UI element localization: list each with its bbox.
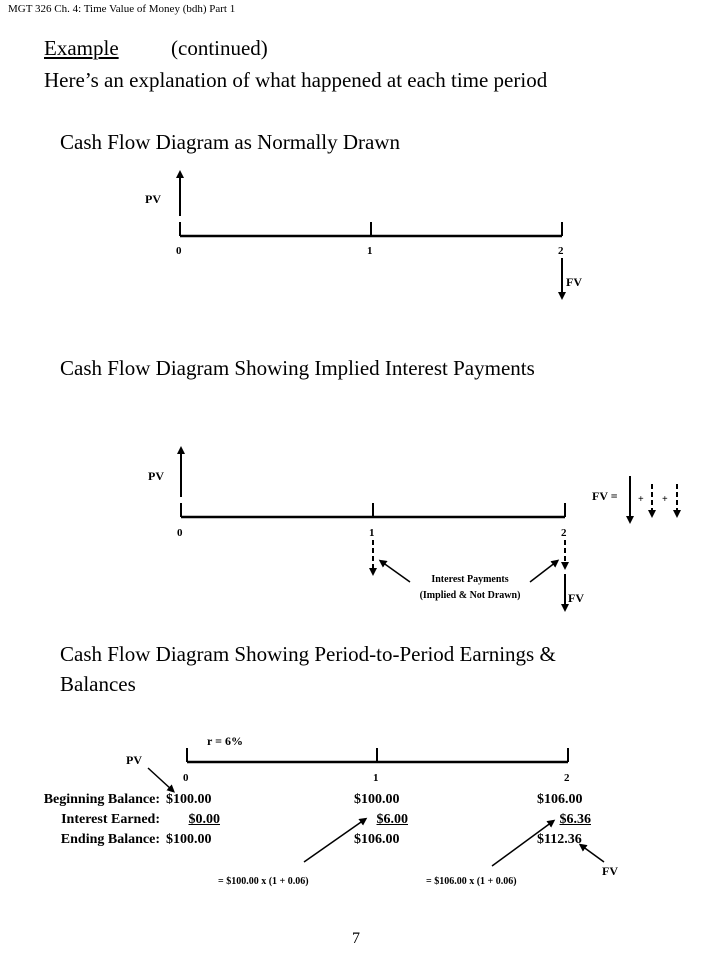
plus-sign-1: + xyxy=(638,494,644,505)
section3-title-line1: Cash Flow Diagram Showing Period-to-Peri… xyxy=(60,642,556,666)
diagram-normal: PV FV 0 1 2 xyxy=(145,170,582,300)
tick-label-2: 2 xyxy=(564,772,570,784)
document-header: MGT 326 Ch. 4: Time Value of Money (bdh)… xyxy=(8,3,236,15)
p1-beginning: $100.00 xyxy=(354,792,400,807)
note-pointer-1 xyxy=(378,559,411,583)
tick-label-0: 0 xyxy=(183,772,189,784)
p0-ending: $100.00 xyxy=(166,832,212,847)
explanation-heading: Here’s an explanation of what happened a… xyxy=(44,68,548,92)
fv-label-1: FV xyxy=(566,275,582,289)
row-label-interest-earned: Interest Earned: xyxy=(61,812,160,827)
diagram-balances: r = 6% PV FV 0 1 2 = $100.00 x (1 + 0.06… xyxy=(126,734,618,887)
pv-label-3: PV xyxy=(126,753,142,767)
pv-label-1: PV xyxy=(145,192,161,206)
section1-title: Cash Flow Diagram as Normally Drawn xyxy=(60,130,401,154)
tick-label-1: 1 xyxy=(373,772,379,784)
pv-label-2: PV xyxy=(148,469,164,483)
fv-equals-label: FV = xyxy=(592,489,618,503)
tick-label-2: 2 xyxy=(558,245,564,257)
row-label-beginning-balance: Beginning Balance: xyxy=(43,792,160,807)
p1-interest: $6.00 xyxy=(376,812,409,827)
pv-pointer-3 xyxy=(147,767,175,793)
diagram-implied-interest: PV FV FV = + + 0 1 2 Interest Payments (… xyxy=(148,446,681,612)
formula-1: = $100.00 x (1 + 0.06) xyxy=(218,876,309,887)
tick-label-1: 1 xyxy=(367,245,373,257)
formula-pointer-2 xyxy=(491,819,556,867)
rate-label: r = 6% xyxy=(207,734,243,748)
p2-ending: $112.36 xyxy=(537,832,582,847)
tick-label-0: 0 xyxy=(176,245,182,257)
example-heading: Example xyxy=(44,36,119,60)
tick-label-2: 2 xyxy=(561,527,567,539)
row-label-ending-balance: Ending Balance: xyxy=(60,832,160,847)
note-pointer-2 xyxy=(529,559,560,583)
tick-label-1: 1 xyxy=(369,527,375,539)
interest-note-line2: (Implied & Not Drawn) xyxy=(420,590,521,601)
p0-interest: $0.00 xyxy=(188,812,221,827)
plus-sign-2: + xyxy=(662,494,668,505)
p2-beginning: $106.00 xyxy=(537,792,583,807)
fv-label-2: FV xyxy=(568,591,584,605)
fv-label-3: FV xyxy=(602,864,618,878)
section2-title: Cash Flow Diagram Showing Implied Intere… xyxy=(60,356,535,380)
tick-label-0: 0 xyxy=(177,527,183,539)
formula-pointer-1 xyxy=(303,817,368,863)
section3-title-line2: Balances xyxy=(60,672,136,696)
p0-beginning: $100.00 xyxy=(166,792,212,807)
example-heading-rest: (continued) xyxy=(171,36,268,60)
p2-interest: $6.36 xyxy=(559,812,592,827)
fv-pointer-3 xyxy=(578,843,605,863)
page-number: 7 xyxy=(352,930,360,947)
interest-note-line1: Interest Payments xyxy=(431,574,508,585)
formula-2: = $106.00 x (1 + 0.06) xyxy=(426,876,517,887)
p1-ending: $106.00 xyxy=(354,832,400,847)
